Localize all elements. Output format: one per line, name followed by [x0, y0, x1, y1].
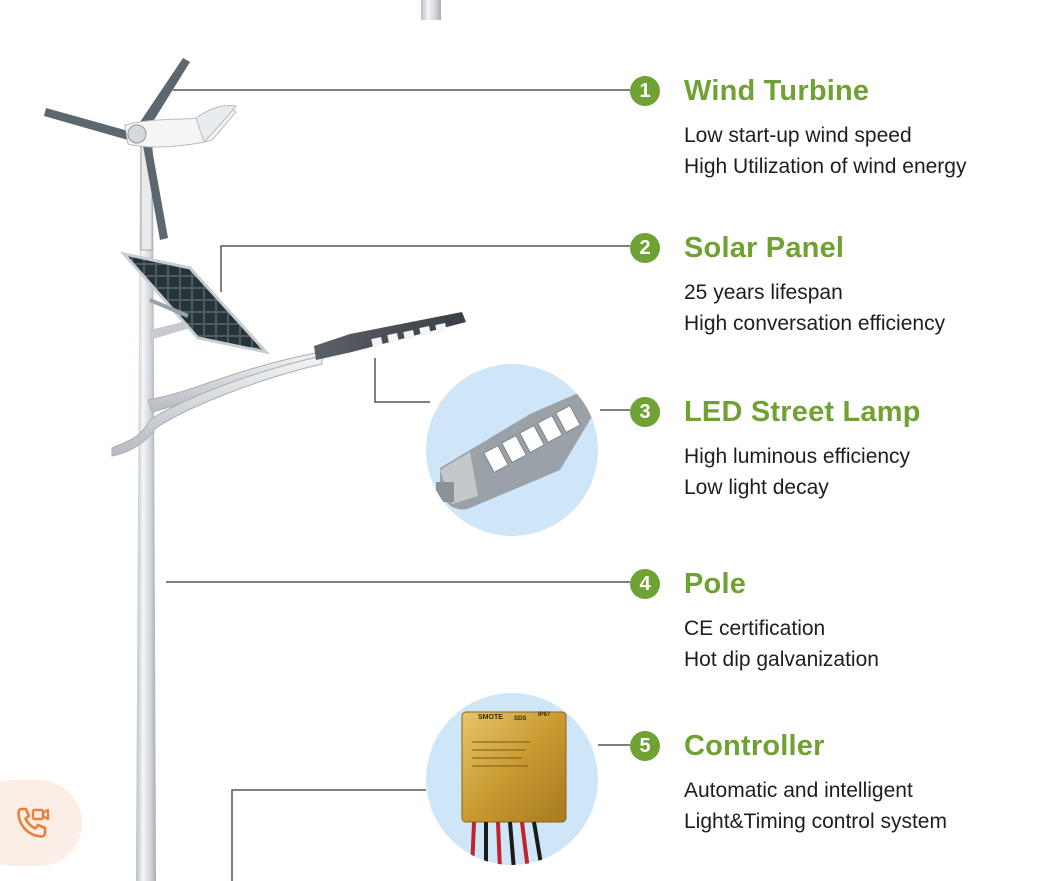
feature-led-street-lamp: 3 LED Street Lamp High luminous efficien…	[630, 395, 1030, 503]
feature-line: High conversation efficiency	[684, 312, 946, 335]
feature-line: High Utilization of wind energy	[684, 155, 967, 178]
feature-line: Low start-up wind speed	[684, 124, 912, 147]
feature-wind-turbine: 1 Wind Turbine Low start-up wind speed H…	[630, 74, 1030, 182]
feature-line: Automatic and intelligent	[684, 779, 913, 802]
feature-title: LED Street Lamp	[684, 395, 921, 428]
feature-number-badge: 2	[630, 233, 660, 263]
top-pole-stub	[421, 0, 441, 20]
solar-panel	[119, 251, 271, 355]
feature-number-badge: 4	[630, 569, 660, 599]
lamp-head	[314, 312, 466, 360]
feature-title: Solar Panel	[684, 231, 845, 264]
feature-number-badge: 1	[630, 76, 660, 106]
led-lamp-callout	[426, 364, 598, 536]
video-call-button[interactable]	[0, 780, 82, 866]
phone-video-call-icon	[17, 807, 50, 838]
controller-label-brand: SMOTE	[478, 714, 503, 721]
lamp-arm	[111, 351, 323, 457]
controller-callout	[426, 693, 598, 865]
leader-lines	[166, 89, 630, 881]
feature-solar-panel: 2 Solar Panel 25 years lifespan High con…	[630, 231, 1030, 339]
feature-line: CE certification	[684, 617, 826, 640]
feature-line: 25 years lifespan	[684, 281, 843, 304]
controller-label-model: SDS	[514, 716, 527, 722]
feature-line: High luminous efficiency	[684, 445, 911, 468]
feature-title: Controller	[684, 729, 825, 762]
feature-line: Light&Timing control system	[684, 810, 947, 833]
feature-number-badge: 5	[630, 731, 660, 761]
wind-turbine	[44, 58, 237, 251]
feature-line: Hot dip galvanization	[684, 648, 879, 671]
feature-number-badge: 3	[630, 397, 660, 427]
feature-controller: 5 Controller Automatic and intelligent L…	[630, 729, 1030, 837]
feature-pole: 4 Pole CE certification Hot dip galvaniz…	[630, 567, 1030, 675]
pole	[136, 140, 156, 881]
feature-title: Wind Turbine	[684, 74, 870, 107]
feature-line: Low light decay	[684, 476, 829, 499]
controller-label-rating: IP67	[538, 712, 551, 718]
feature-title: Pole	[684, 567, 747, 600]
